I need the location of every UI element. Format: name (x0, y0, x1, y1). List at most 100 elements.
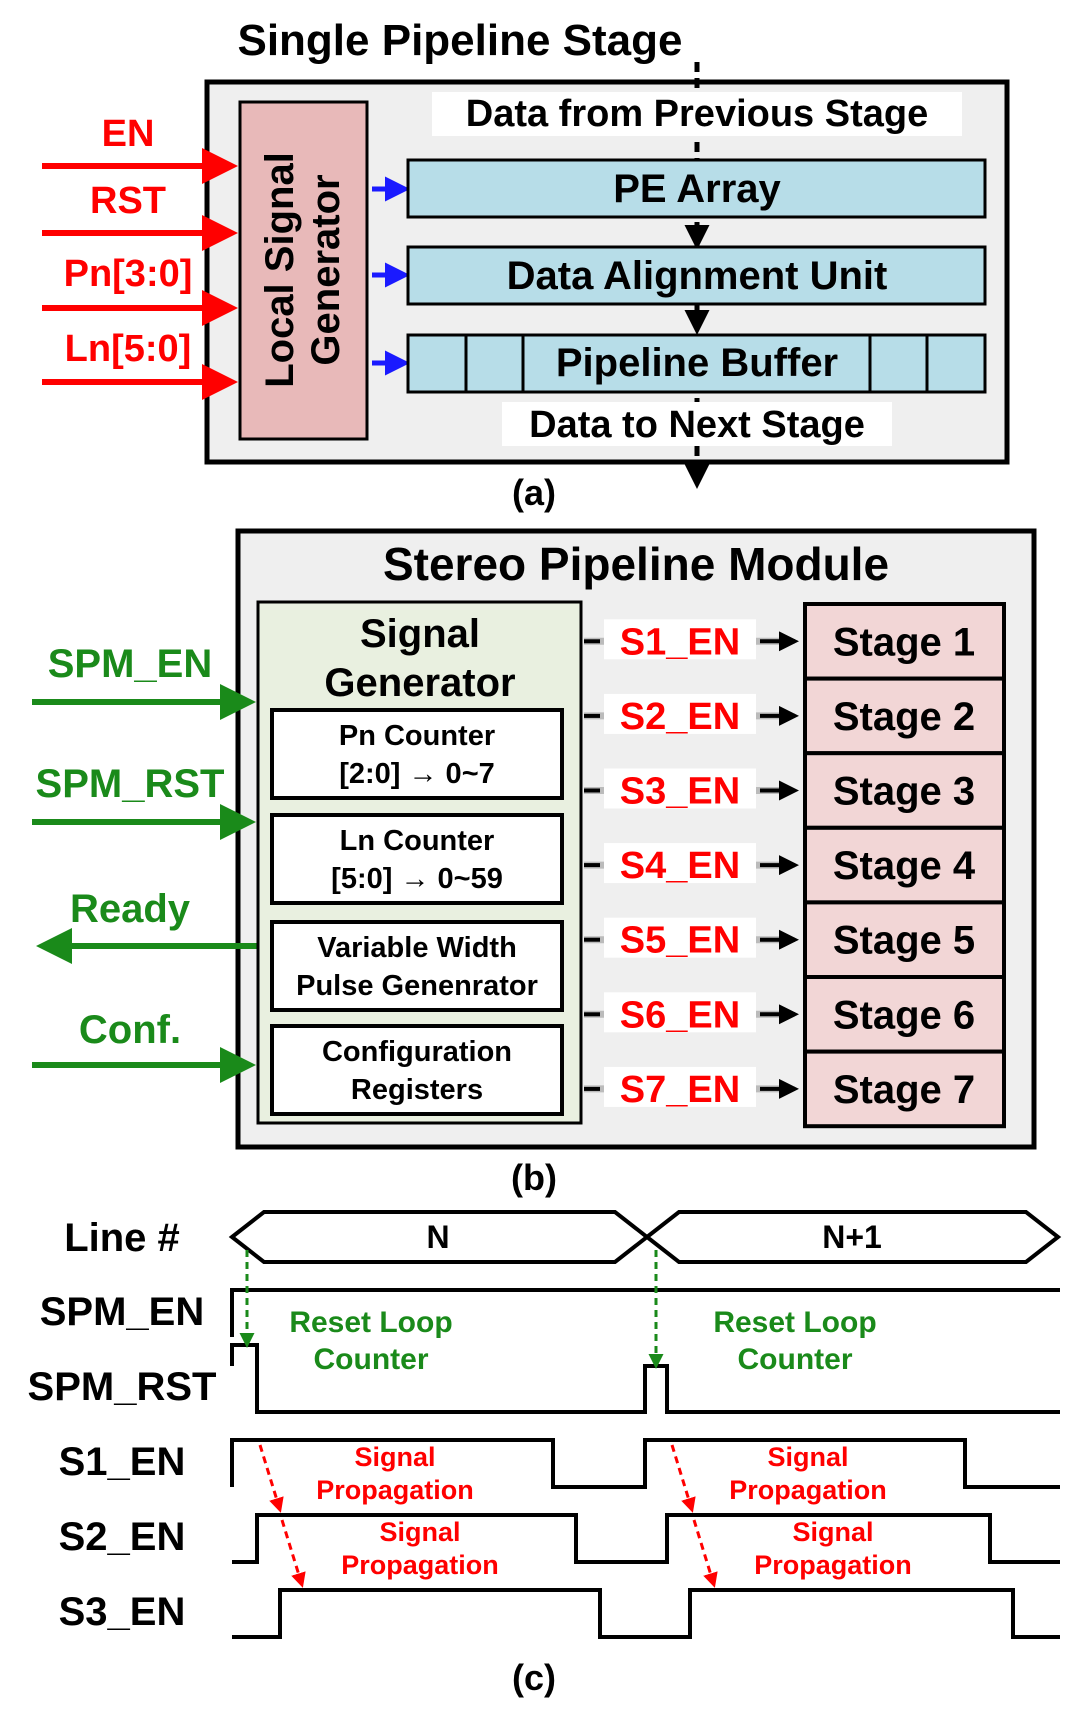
prop-note-s2-n1-2: Propagation (754, 1550, 912, 1580)
data-to-label-bg (502, 402, 892, 446)
stage-label: Stage 6 (833, 993, 975, 1037)
enable-label: S6_EN (620, 994, 740, 1036)
panel-b-title: Stereo Pipeline Module (383, 538, 889, 590)
stage-box (803, 900, 1006, 980)
pipeline-buffer-label: Pipeline Buffer (556, 341, 838, 385)
enable-label: S5_EN (620, 920, 740, 962)
panel-c: Line # SPM_EN SPM_RST S1_EN S2_EN S3_EN … (28, 1210, 1062, 1698)
prop-note-s2-n-2: Propagation (341, 1550, 499, 1580)
signal-label-conf: Conf. (79, 1008, 181, 1052)
enable-label-bg (604, 917, 756, 958)
data-to-label: Data to Next Stage (529, 404, 865, 446)
stage-label: Stage 1 (833, 620, 975, 664)
signal-generator-label-1: Signal (360, 612, 480, 656)
panel-a-title: Single Pipeline Stage (237, 16, 682, 65)
input-label-rst: RST (90, 180, 166, 222)
propagation-arrow-2b (692, 1519, 718, 1588)
stage-box (803, 825, 1006, 905)
data-from-label-bg (432, 92, 962, 136)
pipeline-buffer-box (406, 333, 987, 394)
signal-label-spm-en: SPM_EN (48, 642, 213, 686)
wave-s2-en (232, 1513, 1060, 1564)
prop-note-s2-n-1: Signal (379, 1517, 460, 1547)
row-label-s2-en: S2_EN (59, 1515, 186, 1559)
row-label-spm-rst: SPM_RST (28, 1365, 217, 1409)
pn-counter-label-2: [2:0] → 0~7 (339, 758, 495, 790)
alignment-label: Data Alignment Unit (507, 254, 888, 298)
config-registers-label-2: Registers (351, 1074, 483, 1106)
reset-note-2-line-1: Reset Loop (713, 1306, 876, 1339)
prop-note-s1-n1-2: Propagation (729, 1475, 887, 1505)
panel-a: Single Pipeline Stage EN RST Pn[3:0] Ln[… (42, 16, 1010, 513)
stage-label: Stage 3 (833, 770, 975, 814)
stage-box (803, 975, 1006, 1054)
pulse-generator-label-2: Pulse Genenrator (296, 970, 538, 1002)
stage-box (803, 676, 1006, 756)
pe-array-box (406, 158, 987, 219)
config-registers-label-1: Configuration (322, 1036, 512, 1068)
input-label-en: EN (102, 113, 155, 155)
pn-counter-box (270, 708, 564, 800)
enable-label-bg (604, 843, 756, 884)
ln-counter-box (270, 813, 564, 905)
enable-label-bg (604, 768, 756, 809)
input-label-pn: Pn[3:0] (64, 253, 193, 295)
pe-array-label: PE Array (613, 167, 781, 211)
input-label-ln: Ln[5:0] (65, 328, 192, 370)
line-label-n1: N+1 (822, 1219, 882, 1255)
prop-note-s2-n1-1: Signal (792, 1517, 873, 1547)
line-bus-n1 (643, 1210, 1062, 1264)
propagation-arrow-1b (280, 1519, 306, 1588)
caption-a: (a) (512, 472, 556, 513)
config-registers-box (270, 1024, 564, 1116)
propagation-arrow-2a (670, 1444, 696, 1513)
enable-label-bg (604, 1066, 756, 1107)
reset-note-2-line-2: Counter (738, 1343, 853, 1376)
ln-counter-label-2: [5:0] → 0~59 (331, 863, 503, 895)
local-signal-generator-label-1: Local Signal (258, 152, 302, 388)
reset-note-1-line-1: Reset Loop (289, 1306, 452, 1339)
stage-box (803, 1049, 1006, 1129)
pulse-generator-box (270, 920, 564, 1012)
enable-label-bg (604, 992, 756, 1033)
stage-label: Stage 5 (833, 919, 975, 963)
caption-c: (c) (512, 1657, 556, 1698)
row-label-s1-en: S1_EN (59, 1440, 186, 1484)
local-signal-generator-label-2: Generator (304, 174, 348, 365)
signal-label-spm-rst: SPM_RST (36, 762, 225, 806)
stage-label: Stage 2 (833, 695, 975, 739)
reset-note-1-line-2: Counter (314, 1343, 429, 1376)
wave-s3-en (232, 1588, 1060, 1639)
enable-label: S2_EN (620, 696, 740, 738)
prop-note-s1-n1-1: Signal (767, 1442, 848, 1472)
caption-b: (b) (511, 1157, 557, 1198)
enable-label: S1_EN (620, 621, 740, 663)
enable-label: S3_EN (620, 771, 740, 813)
stage-box (803, 751, 1006, 830)
panel-b: Stereo Pipeline Module SPM_EN SPM_RST Re… (32, 528, 1037, 1198)
enable-label: S7_EN (620, 1069, 740, 1111)
wave-spm-en (230, 1288, 1060, 1337)
stage-label: Stage 7 (833, 1068, 975, 1112)
local-signal-generator-box (238, 100, 369, 441)
stage-label: Stage 4 (833, 844, 976, 888)
propagation-arrow-1a (258, 1444, 284, 1513)
ln-counter-label-1: Ln Counter (340, 825, 495, 857)
row-label-s3-en: S3_EN (59, 1590, 186, 1634)
row-label-spm-en: SPM_EN (40, 1290, 205, 1334)
data-from-label: Data from Previous Stage (466, 93, 928, 135)
enable-label-bg (604, 693, 756, 734)
signal-label-ready: Ready (70, 887, 191, 931)
signal-generator-label-2: Generator (324, 661, 515, 705)
pipeline-buffer-dividers (464, 335, 929, 392)
row-label-line: Line # (64, 1216, 180, 1260)
enable-label: S4_EN (620, 845, 740, 887)
enable-label-bg (604, 619, 756, 660)
pn-counter-label-1: Pn Counter (339, 720, 495, 752)
pulse-generator-label-1: Variable Width (317, 932, 517, 964)
wave-s1-en (230, 1438, 1060, 1489)
prop-note-s1-n-2: Propagation (316, 1475, 474, 1505)
prop-note-s1-n-1: Signal (354, 1442, 435, 1472)
stage-box (803, 602, 1006, 681)
